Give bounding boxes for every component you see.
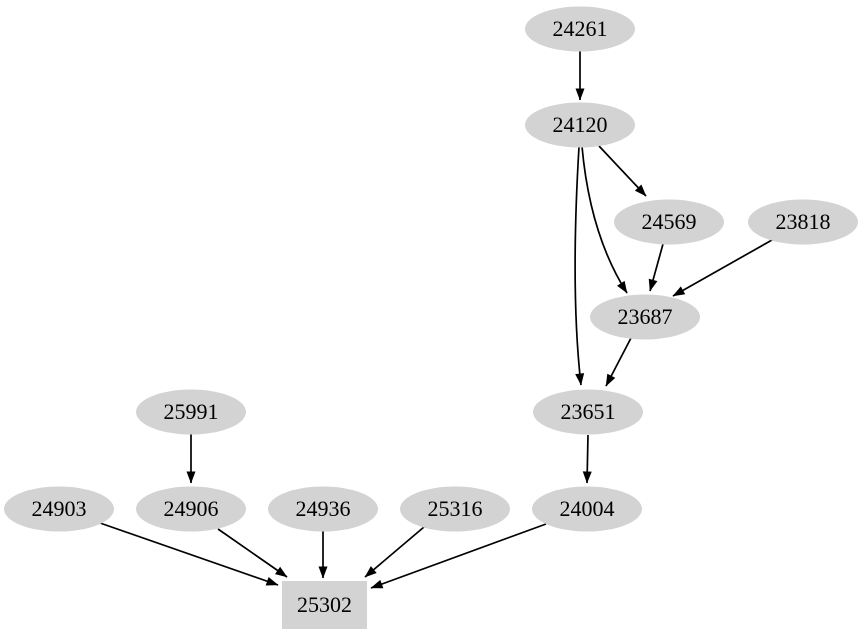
node-23651: 23651 bbox=[533, 389, 643, 435]
node-24261-label: 24261 bbox=[553, 16, 608, 41]
node-24569-shape bbox=[614, 199, 724, 245]
node-24936-label: 24936 bbox=[296, 496, 351, 521]
node-24906-shape bbox=[136, 486, 246, 532]
node-25302: 25302 bbox=[282, 581, 367, 629]
node-24004: 24004 bbox=[532, 486, 642, 532]
node-23651-label: 23651 bbox=[561, 399, 616, 424]
edge-24903-25302 bbox=[99, 522, 279, 586]
edge-24120-24569 bbox=[598, 145, 647, 197]
node-24936: 24936 bbox=[268, 486, 378, 532]
node-23818-shape bbox=[748, 199, 858, 245]
node-24903-label: 24903 bbox=[32, 496, 87, 521]
node-25316-shape bbox=[400, 486, 510, 532]
edge-24569-23687 bbox=[648, 243, 664, 292]
node-24903: 24903 bbox=[4, 486, 114, 532]
node-24120-shape bbox=[525, 102, 635, 148]
node-25991-shape bbox=[136, 389, 246, 435]
node-24261: 24261 bbox=[525, 6, 635, 52]
node-24906-label: 24906 bbox=[164, 496, 219, 521]
node-25302-label: 25302 bbox=[297, 592, 352, 617]
node-23818: 23818 bbox=[748, 199, 858, 245]
node-24261-shape bbox=[525, 6, 635, 52]
edge-24120-23687 bbox=[581, 146, 628, 294]
edge-23687-23651 bbox=[605, 337, 632, 387]
node-24936-shape bbox=[268, 486, 378, 532]
node-23818-label: 23818 bbox=[776, 209, 831, 234]
node-25316-label: 25316 bbox=[428, 496, 483, 521]
node-24903-shape bbox=[4, 486, 114, 532]
edge-25316-25302 bbox=[364, 526, 425, 578]
node-24906: 24906 bbox=[136, 486, 246, 532]
node-24004-shape bbox=[532, 486, 642, 532]
node-25316: 25316 bbox=[400, 486, 510, 532]
node-23687-label: 23687 bbox=[618, 304, 673, 329]
node-23651-shape bbox=[533, 389, 643, 435]
node-25991-label: 25991 bbox=[164, 399, 219, 424]
node-23687: 23687 bbox=[590, 294, 700, 340]
nodes-layer: 24261 24120 24569 23818 23687 23651 2599… bbox=[4, 6, 858, 629]
edge-24120-23651 bbox=[574, 146, 585, 386]
node-24569-label: 24569 bbox=[642, 209, 697, 234]
edge-24004-25302 bbox=[370, 523, 547, 589]
node-24004-label: 24004 bbox=[560, 496, 615, 521]
edge-23651-24004 bbox=[582, 434, 592, 484]
node-24120: 24120 bbox=[525, 102, 635, 148]
edges-layer bbox=[99, 51, 773, 589]
node-25991: 25991 bbox=[136, 389, 246, 435]
node-24120-label: 24120 bbox=[553, 112, 608, 137]
edge-23818-23687 bbox=[672, 239, 773, 297]
node-25302-shape bbox=[282, 581, 367, 629]
edge-24906-25302 bbox=[217, 528, 288, 578]
node-23687-shape bbox=[590, 294, 700, 340]
node-24569: 24569 bbox=[614, 199, 724, 245]
